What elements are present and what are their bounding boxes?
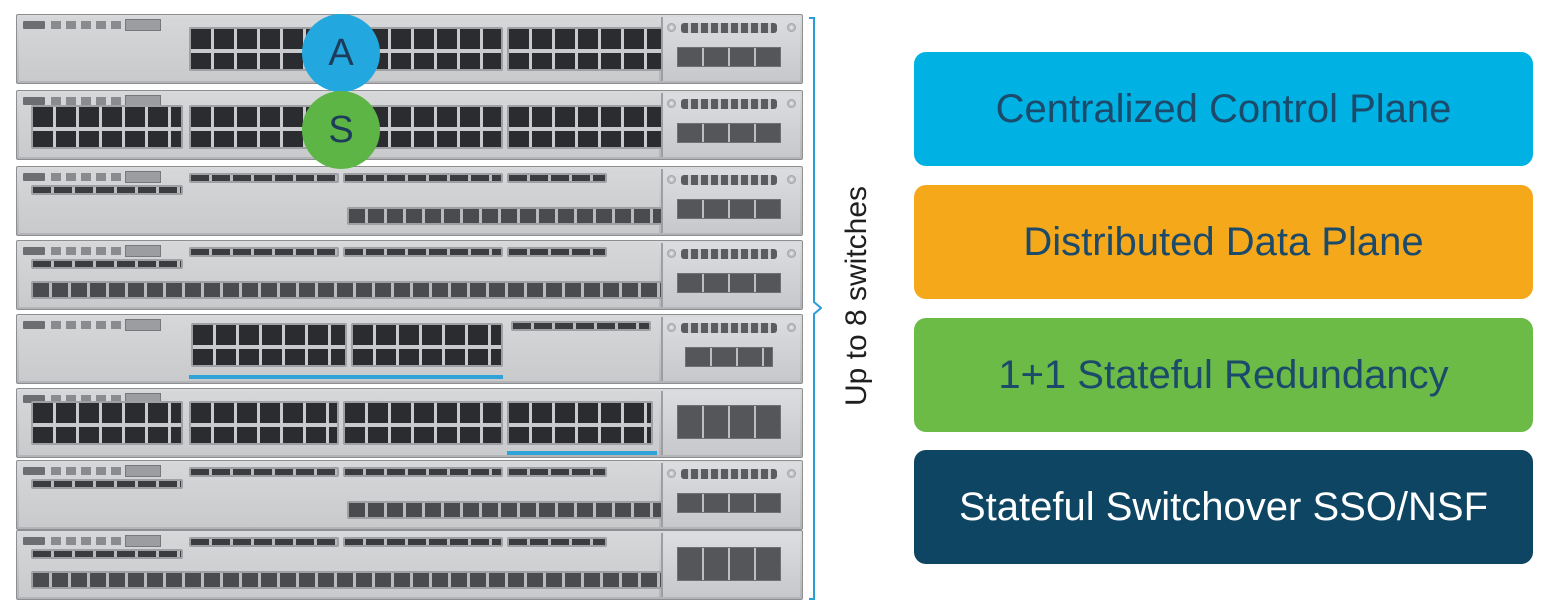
port-bank [31,185,183,195]
port-bank [31,401,183,445]
port-bank [507,467,607,477]
feature-distributed-data-plane: Distributed Data Plane [914,185,1533,299]
port-bank [189,537,339,547]
network-module [661,17,800,81]
switch-3 [16,166,803,236]
port-bank [31,479,183,489]
switch-4 [16,240,803,310]
cisco-logo-icon [23,321,45,329]
network-module [661,533,800,597]
active-switch-badge: A [302,14,380,92]
port-bank [343,401,503,445]
sfp-port-bank [347,501,663,519]
port-bank [507,173,607,183]
cisco-logo-icon [23,247,45,255]
port-bank [507,247,607,257]
cisco-logo-icon [23,395,45,403]
port-bank [507,401,653,445]
port-bank [31,259,183,269]
port-bank [31,105,183,149]
port-bank [189,401,339,445]
port-bank [507,27,663,71]
switch-1 [16,14,803,84]
switch-5 [16,314,803,384]
cisco-logo-icon [23,467,45,475]
switch-2 [16,90,803,160]
sfp-port-bank [31,281,663,299]
port-bank [507,537,607,547]
sfp-port-bank [347,207,663,225]
switch-7 [16,460,803,530]
feature-centralized-control-plane: Centralized Control Plane [914,52,1533,166]
network-module [661,243,800,307]
sfp-port-bank [31,571,663,589]
port-bank [507,105,663,149]
switch-6 [16,388,803,458]
switch-stack [16,14,803,600]
port-bank [31,549,183,559]
port-bank [191,323,347,367]
network-module [661,463,800,527]
feature-stateful-switchover: Stateful Switchover SSO/NSF [914,450,1533,564]
port-bank [189,247,339,257]
feature-stateful-redundancy: 1+1 Stateful Redundancy [914,318,1533,432]
status-bar [507,451,657,455]
cisco-logo-icon [23,537,45,545]
network-module [661,317,800,381]
stack-size-label: Up to 8 switches [840,185,873,407]
stack-bracket [809,17,822,600]
standby-switch-badge: S [302,91,380,169]
network-module [661,169,800,233]
status-bar [189,375,503,379]
network-module [661,93,800,157]
port-bank [189,467,339,477]
cisco-logo-icon [23,97,45,105]
switch-8 [16,530,803,600]
port-bank [351,323,503,367]
network-module [661,391,800,455]
port-bank [343,247,503,257]
port-bank [189,173,339,183]
port-bank [343,467,503,477]
port-bank [511,321,651,331]
cisco-logo-icon [23,173,45,181]
port-bank [343,173,503,183]
port-bank [343,537,503,547]
cisco-logo-icon [23,21,45,29]
